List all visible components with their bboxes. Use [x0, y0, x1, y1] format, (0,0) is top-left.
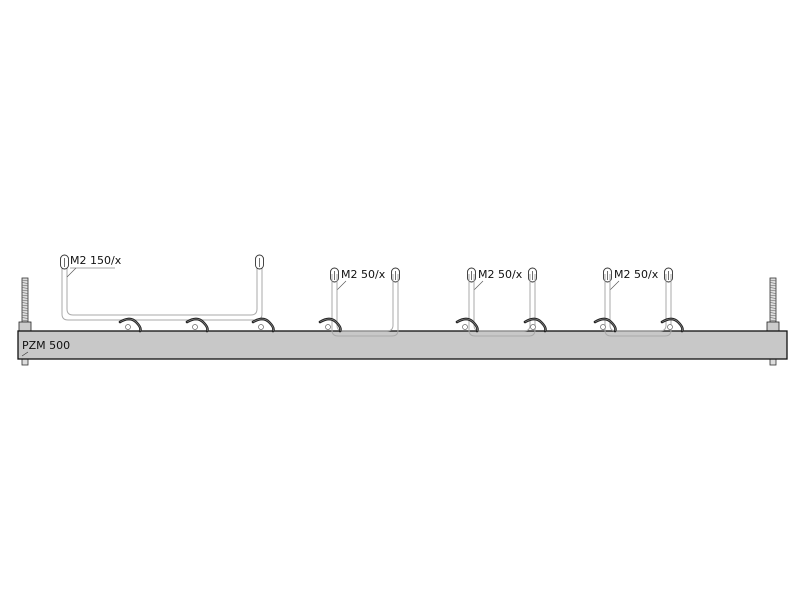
thread-mark: [769, 284, 777, 287]
label-leader: [473, 280, 484, 291]
thread-mark: [21, 282, 29, 284]
thread-mark: [21, 309, 29, 312]
thread-mark: [769, 314, 777, 317]
thread-mark: [21, 307, 29, 309]
clip-highlight: [524, 318, 546, 332]
bracket-wire: [331, 274, 399, 337]
thread-mark: [769, 287, 777, 289]
clip-pivot: [530, 324, 536, 330]
thread-mark: [21, 319, 29, 322]
clip-highlight: [119, 318, 141, 332]
rod-end: [769, 358, 777, 366]
clip-pivot: [125, 324, 131, 330]
thread-mark: [21, 287, 29, 289]
bracket-wire: [604, 274, 672, 337]
thread-mark: [21, 304, 29, 307]
pzm-channel: [17, 330, 788, 360]
thread-mark: [21, 279, 29, 282]
bracket-wire: [609, 274, 667, 332]
bracket-wire: [66, 261, 258, 316]
thread-mark: [769, 299, 777, 302]
thread-mark: [769, 282, 777, 284]
label-leader: [336, 280, 347, 291]
threaded-rods: [18, 277, 780, 366]
bracket-label: M2 150/x: [70, 254, 122, 267]
bracket-label: M2 50/x: [478, 268, 523, 281]
brackets-layer: [60, 254, 673, 321]
channel-leader: [21, 351, 29, 357]
bracket-wire: [61, 261, 263, 321]
thread-mark: [21, 317, 29, 319]
thread-mark: [21, 297, 29, 299]
thread-mark: [21, 292, 29, 294]
bracket-wire: [468, 274, 536, 337]
thread-mark: [769, 302, 777, 304]
clip-pivot: [258, 324, 264, 330]
thread-mark: [21, 314, 29, 317]
rod-end: [21, 358, 29, 366]
hex-nut: [18, 321, 32, 332]
cable-clip: [118, 317, 142, 333]
cable-clips: [118, 317, 684, 333]
channel-label: PZM 500: [22, 339, 70, 352]
clip-highlight: [594, 318, 616, 332]
thread-mark: [21, 299, 29, 302]
thread-mark: [769, 304, 777, 307]
thread-mark: [769, 307, 777, 309]
clip-highlight: [252, 318, 274, 332]
thread-mark: [769, 297, 777, 299]
bracket-label: M2 50/x: [614, 268, 659, 281]
clip-pivot: [192, 324, 198, 330]
bracket-label: M2 50/x: [341, 268, 386, 281]
thread-mark: [769, 292, 777, 294]
thread-mark: [21, 312, 29, 314]
thread-mark: [769, 319, 777, 322]
label-leader: [66, 267, 77, 278]
bracket-wire: [336, 274, 394, 332]
clip-highlight: [186, 318, 208, 332]
thread-mark: [21, 284, 29, 287]
cable-clip: [185, 317, 209, 333]
cable-clip: [251, 317, 275, 333]
brackets-inside-channel: [331, 274, 672, 337]
label-leader: [609, 280, 620, 291]
thread-mark: [21, 289, 29, 292]
thread-mark: [769, 317, 777, 319]
thread-mark: [769, 312, 777, 314]
thread-mark: [769, 289, 777, 292]
clip-highlight: [319, 318, 341, 332]
clip-pivot: [667, 324, 673, 330]
clip-highlight: [456, 318, 478, 332]
thread-mark: [769, 279, 777, 282]
hex-nut: [766, 321, 780, 332]
clip-pivot: [600, 324, 606, 330]
thread-mark: [21, 294, 29, 297]
thread-mark: [769, 309, 777, 312]
clip-pivot: [325, 324, 331, 330]
thread-mark: [21, 302, 29, 304]
clip-highlight: [661, 318, 683, 332]
thread-mark: [769, 294, 777, 297]
clip-pivot: [462, 324, 468, 330]
bracket-wire: [473, 274, 531, 332]
